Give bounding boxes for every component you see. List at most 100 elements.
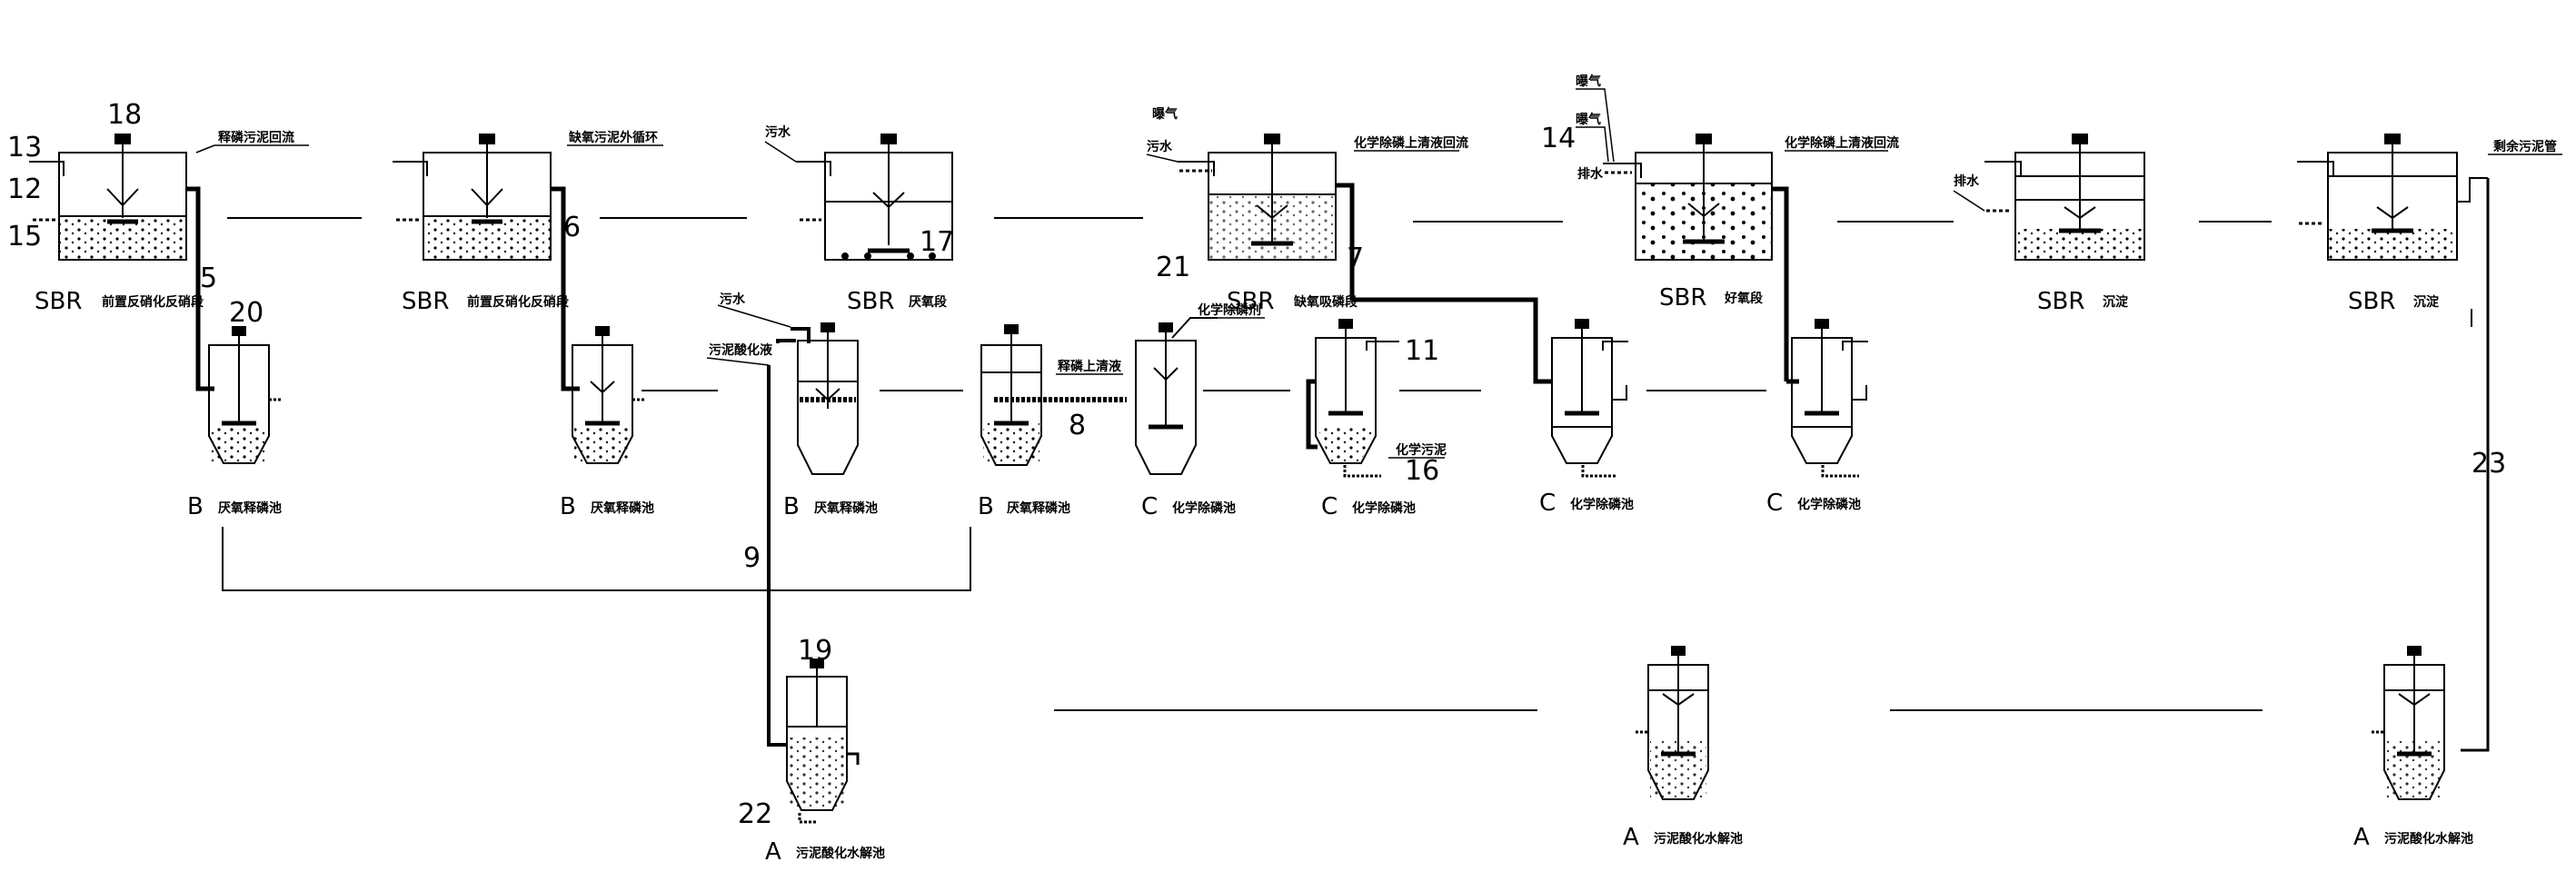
note-aeration-2: 曝气 [1576,74,1601,89]
sbr-3-name: SBR [847,288,894,315]
note-sewage-3: 污水 [720,292,746,307]
note-chem-sludge: 化学污泥 [1396,442,1447,458]
callout-17: 17 [920,226,954,258]
b-4-letter: B [978,493,994,520]
sbr-5-name: SBR [1659,284,1706,312]
a-3-letter: A [2353,824,2370,851]
c-tank-1 [1135,317,1218,475]
c-2-letter: C [1321,493,1338,520]
a-tank-3 [2372,646,2445,800]
note-sewage-1: 污水 [765,124,791,140]
sbr-5-caption: 好氧段 [1724,291,1763,306]
pipe-9 [767,339,796,747]
sbr-tank-6 [1984,134,2145,261]
a-2-letter: A [1623,824,1639,851]
callout-11: 11 [1405,335,1439,367]
note-return-2: 缺氧污泥外循环 [569,130,658,145]
callout-9: 9 [743,542,761,574]
sbr-tank-2 [393,134,580,391]
callout-8: 8 [1069,410,1086,441]
c-1-letter: C [1141,493,1158,520]
callout-19: 19 [798,635,832,667]
c-3-letter: C [1539,490,1556,517]
a-tank-1 [786,658,860,824]
sbr-2-name: SBR [402,288,449,315]
c-2-caption: 化学除磷池 [1352,500,1416,516]
sbr-tank-1 [29,134,214,391]
sbr-1-caption: 前置反硝化反硝段 [102,294,204,310]
sbr-7-caption: 沉淀 [2413,294,2440,310]
b-tank-3 [797,322,859,475]
leader-aeration [1576,88,1615,163]
sbr-connectors [227,217,2272,223]
b-3-caption: 厌氧释磷池 [814,500,878,516]
c-tank-3 [1551,319,1628,478]
callout-6: 6 [563,212,581,243]
callout-15: 15 [7,221,42,252]
note-supernatant: 释磷上清液 [1058,359,1122,374]
leader-return-1 [195,144,215,153]
c-3-caption: 化学除磷池 [1570,497,1634,512]
b-tank-1 [208,326,282,464]
b-1-letter: B [187,493,204,520]
callout-21: 21 [1156,252,1190,283]
callout-12: 12 [7,173,42,205]
callout-20: 20 [229,297,264,329]
b-3-letter: B [783,493,800,520]
sbr-7-name: SBR [2348,288,2395,315]
callout-5: 5 [200,262,217,294]
sbr-6-caption: 沉淀 [2103,294,2129,310]
a-tank-2 [1636,646,1709,800]
c-4-letter: C [1766,490,1783,517]
callout-16: 16 [1405,455,1439,487]
a-3-caption: 污泥酸化水解池 [2384,831,2473,846]
callout-22: 22 [738,798,772,830]
a-2-caption: 污泥酸化水解池 [1654,831,1743,846]
leader-sewage-2 [1146,153,1179,163]
b-1-caption: 厌氧释磷池 [218,500,282,516]
a-1-letter: A [765,838,781,866]
c-1-caption: 化学除磷池 [1172,500,1236,516]
sbr-tank-7 [2297,134,2488,261]
b-tank-4 [980,324,1127,466]
note-sewage-2: 污水 [1147,139,1173,154]
sbr-tank-3 [796,134,953,261]
leader-drain-2 [1953,190,1985,212]
callout-18: 18 [107,99,142,131]
callout-14: 14 [1541,123,1576,154]
pipe-7 [1352,297,1552,384]
c-tank-4 [1791,319,1868,478]
leader-sewage-1 [764,141,797,163]
callout-13: 13 [7,132,42,163]
pipe-23 [2461,178,2490,752]
callout-7: 7 [1347,243,1364,274]
b-tank-2 [572,326,645,464]
sbr-1-name: SBR [35,288,82,315]
note-drain-1: 排水 [1577,166,1604,182]
b-2-caption: 厌氧释磷池 [591,500,654,516]
note-aeration-1: 曝气 [1152,106,1178,122]
sbr-2-caption: 前置反硝化反硝段 [467,294,569,310]
leader-hydrolysate [706,357,770,366]
note-return-1: 释磷污泥回流 [218,130,294,145]
note-aeration-3: 曝气 [1576,112,1601,127]
note-drain-2: 排水 [1954,173,1980,189]
sbr-tank-4 [1178,134,1355,300]
sbr-4-caption: 缺氧吸磷段 [1294,294,1358,310]
callout-23: 23 [2472,448,2506,480]
c-tank-2 [1306,319,1399,478]
sbr-6-name: SBR [2037,288,2084,315]
middle-connectors [222,390,1766,591]
note-hydrolysate: 污泥酸化液 [709,342,773,358]
leader-sewage-3 [717,304,791,328]
sbr-4-name: SBR [1227,288,1274,315]
sbr-tank-5 [1603,134,1789,381]
b-2-letter: B [560,493,576,520]
a-1-caption: 污泥酸化水解池 [796,846,885,861]
note-residual: 剩余污泥管 [2493,139,2557,154]
note-dosing: 化学除磷剂 [1198,302,1261,318]
pipe-9-inlet [791,327,811,343]
c-4-caption: 化学除磷池 [1797,497,1861,512]
